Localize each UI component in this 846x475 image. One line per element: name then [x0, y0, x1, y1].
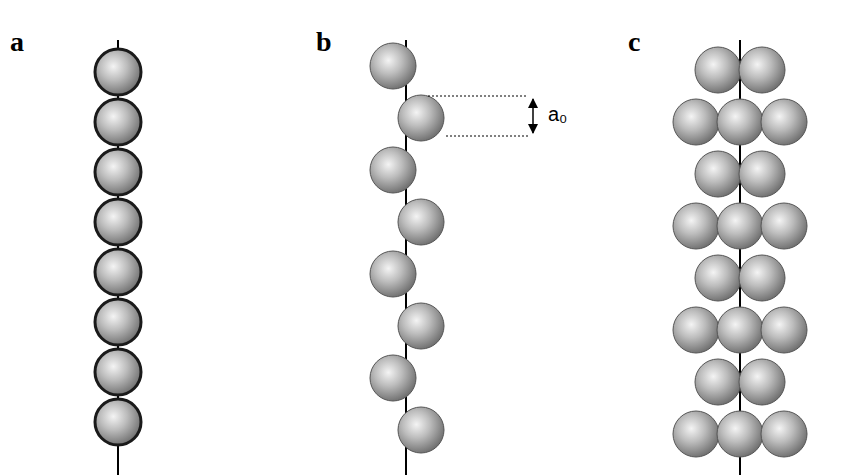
sphere [761, 203, 807, 249]
packed-chain [673, 40, 807, 475]
sphere [695, 151, 741, 197]
sphere [398, 303, 444, 349]
sphere [95, 249, 141, 295]
linear-chain [95, 40, 141, 475]
sphere [95, 49, 141, 95]
sphere [739, 359, 785, 405]
sphere [95, 149, 141, 195]
sphere [673, 411, 719, 457]
spheres [370, 43, 444, 453]
dimension-line [428, 96, 528, 97]
sphere [761, 307, 807, 353]
sphere [95, 399, 141, 445]
sphere [695, 359, 741, 405]
sphere [717, 99, 763, 145]
panel-letter: c [628, 28, 640, 56]
sphere [717, 203, 763, 249]
sphere [761, 99, 807, 145]
sphere [370, 43, 416, 89]
sphere [370, 251, 416, 297]
sphere [673, 203, 719, 249]
sphere [739, 47, 785, 93]
dimension-label: a₀ [548, 104, 567, 124]
sphere [739, 151, 785, 197]
sphere [695, 47, 741, 93]
sphere [95, 349, 141, 395]
sphere [398, 95, 444, 141]
sphere [95, 199, 141, 245]
dimension-arrow [532, 99, 534, 133]
sphere [695, 255, 741, 301]
sphere [717, 411, 763, 457]
sphere [717, 307, 763, 353]
panel-letter: b [316, 28, 332, 56]
sphere [95, 299, 141, 345]
zigzag-chain [370, 40, 533, 475]
sphere [673, 307, 719, 353]
sphere [739, 255, 785, 301]
sphere [95, 99, 141, 145]
sphere [398, 199, 444, 245]
sphere [673, 99, 719, 145]
spheres [95, 49, 141, 445]
sphere [761, 411, 807, 457]
sphere [370, 147, 416, 193]
panel-letter: a [10, 28, 24, 56]
dimension-line [446, 136, 528, 137]
spheres [673, 47, 807, 457]
sphere [398, 407, 444, 453]
sphere [370, 355, 416, 401]
